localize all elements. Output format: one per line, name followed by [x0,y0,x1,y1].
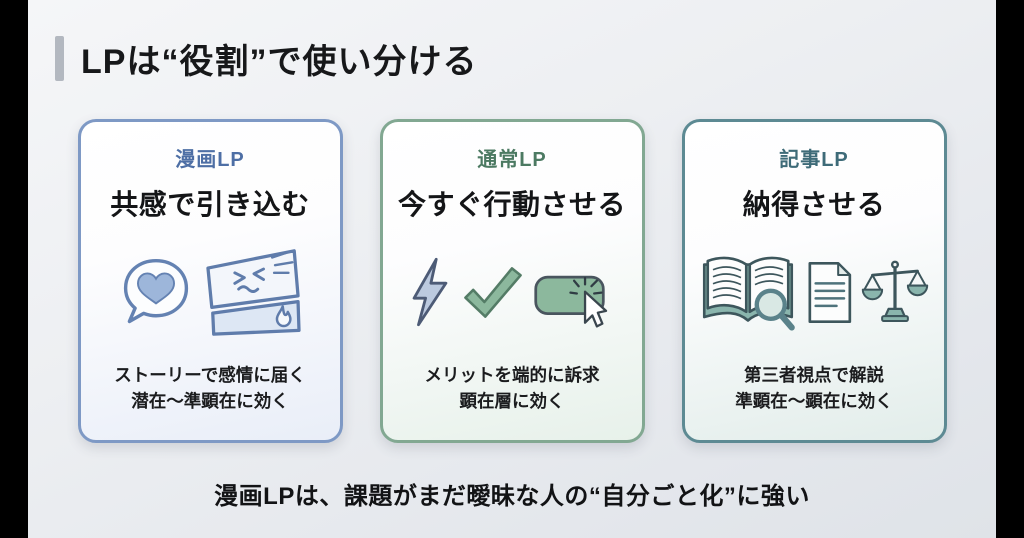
card-icon-group [81,223,340,362]
card-description: メリットを端的に訴求 顕在層に効く [425,362,600,415]
card-icon-group [383,223,642,362]
title-row: LPは“役割”で使い分ける [28,0,996,83]
page-title: LPは“役割”で使い分ける [81,43,478,81]
click-button-icon [533,266,617,332]
card-normal-lp: 通常LP 今すぐ行動させる [379,119,645,443]
document-icon [803,260,855,325]
speech-bubble-heart-icon [118,254,194,330]
lp-type-cards: 漫画LP 共感で引き込む [28,119,996,443]
card-label: 漫画LP [175,149,245,171]
card-article-lp: 記事LP 納得させる [681,119,947,443]
scale-icon [861,259,929,325]
card-heading: 今すぐ行動させる [397,189,626,220]
manga-panel-icon [203,246,303,338]
card-heading: 納得させる [742,189,886,220]
card-description-line: 準顕在〜顕在に効く [735,390,893,411]
checkmark-icon [462,264,524,321]
card-label: 記事LP [779,149,849,171]
card-description-line: 潜在〜準顕在に効く [131,390,289,411]
lightning-icon [407,255,453,329]
card-description: ストーリーで感情に届く 潜在〜準顕在に効く [114,362,305,415]
card-label: 通常LP [477,149,547,171]
slide-canvas: LPは“役割”で使い分ける 漫画LP 共感で引き込む [28,0,996,538]
card-description-line: メリットを端的に訴求 [424,364,600,385]
card-description-line: ストーリーで感情に届く [114,364,306,385]
card-description: 第三者視点で解説 準顕在〜顕在に効く [735,362,893,415]
card-description-line: 第三者視点で解説 [744,364,884,385]
card-icon-group [685,223,944,362]
card-manga-lp: 漫画LP 共感で引き込む [77,119,343,443]
title-accent-bar [55,36,64,81]
card-heading: 共感で引き込む [110,189,310,220]
book-magnifier-icon [699,252,797,333]
card-description-line: 顕在層に効く [459,390,565,411]
footer-takeaway: 漫画LPは、課題がまだ曖昧な人の“自分ごと化”に強い [214,483,810,510]
